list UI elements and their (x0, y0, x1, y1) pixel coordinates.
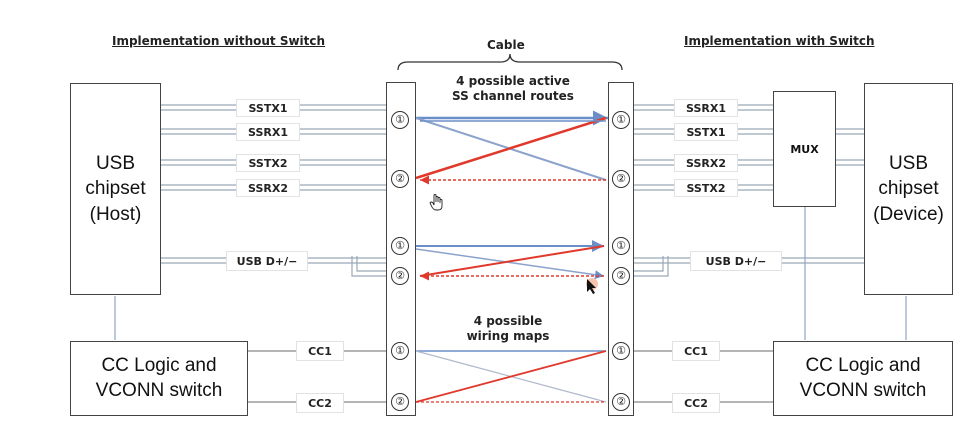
right-signal-sstx2: SSTX2 (674, 179, 738, 197)
right-pin-2-cc: ② (612, 393, 630, 411)
note-wiring-maps: 4 possible wiring maps (466, 314, 550, 343)
left-signal-sstx1: SSTX1 (236, 99, 300, 117)
left-signal-ssrx1: SSRX1 (236, 123, 300, 141)
left-cc2-label: CC2 (296, 393, 344, 413)
right-pin-1-usb: ① (612, 237, 630, 255)
device-chipset-box: USB chipset (Device) (864, 83, 953, 295)
heading-cable: Cable (487, 38, 525, 52)
right-signal-ssrx1: SSRX1 (674, 99, 738, 117)
left-cc1-label: CC1 (296, 341, 344, 361)
right-pin-2-usb: ② (612, 267, 630, 285)
mux-box: MUX (773, 91, 836, 207)
right-pin-2-ss: ② (612, 170, 630, 188)
right-pin-1-cc: ① (612, 342, 630, 360)
ss-channel-routes (415, 110, 608, 185)
left-signal-sstx2: SSTX2 (236, 154, 300, 172)
host-cc-logic-box: CC Logic and VCONN switch (70, 341, 248, 416)
left-pin-2-cc: ② (391, 393, 409, 411)
hand-cursor-icon (429, 194, 443, 211)
heading-with-switch: Implementation with Switch (684, 34, 875, 48)
right-pin-1-ss: ① (612, 111, 630, 129)
device-cc-logic-box: CC Logic and VCONN switch (773, 341, 953, 416)
right-cc1-label: CC1 (672, 341, 720, 361)
left-pin-1-ss: ① (391, 111, 409, 129)
right-cc2-label: CC2 (672, 393, 720, 413)
right-signal-ssrx2: SSRX2 (674, 154, 738, 172)
left-pin-1-usb: ① (391, 237, 409, 255)
cc-wiring-maps (415, 350, 607, 403)
left-pin-1-cc: ① (391, 342, 409, 360)
note-channel-routes: 4 possible active SS channel routes (452, 74, 574, 103)
left-usb-dp-label: USB D+/− (226, 251, 308, 271)
arrow-cursor-icon (586, 278, 598, 294)
host-chipset-box: USB chipset (Host) (70, 83, 161, 295)
left-pin-2-usb: ② (391, 267, 409, 285)
right-usb-dp-label: USB D+/− (690, 251, 782, 271)
cable-bracket (397, 53, 623, 71)
right-signal-sstx1: SSTX1 (674, 123, 738, 141)
left-signal-ssrx2: SSRX2 (236, 179, 300, 197)
heading-without-switch: Implementation without Switch (112, 34, 326, 48)
left-pin-2-ss: ② (391, 170, 409, 188)
usb2-routes (415, 240, 605, 281)
